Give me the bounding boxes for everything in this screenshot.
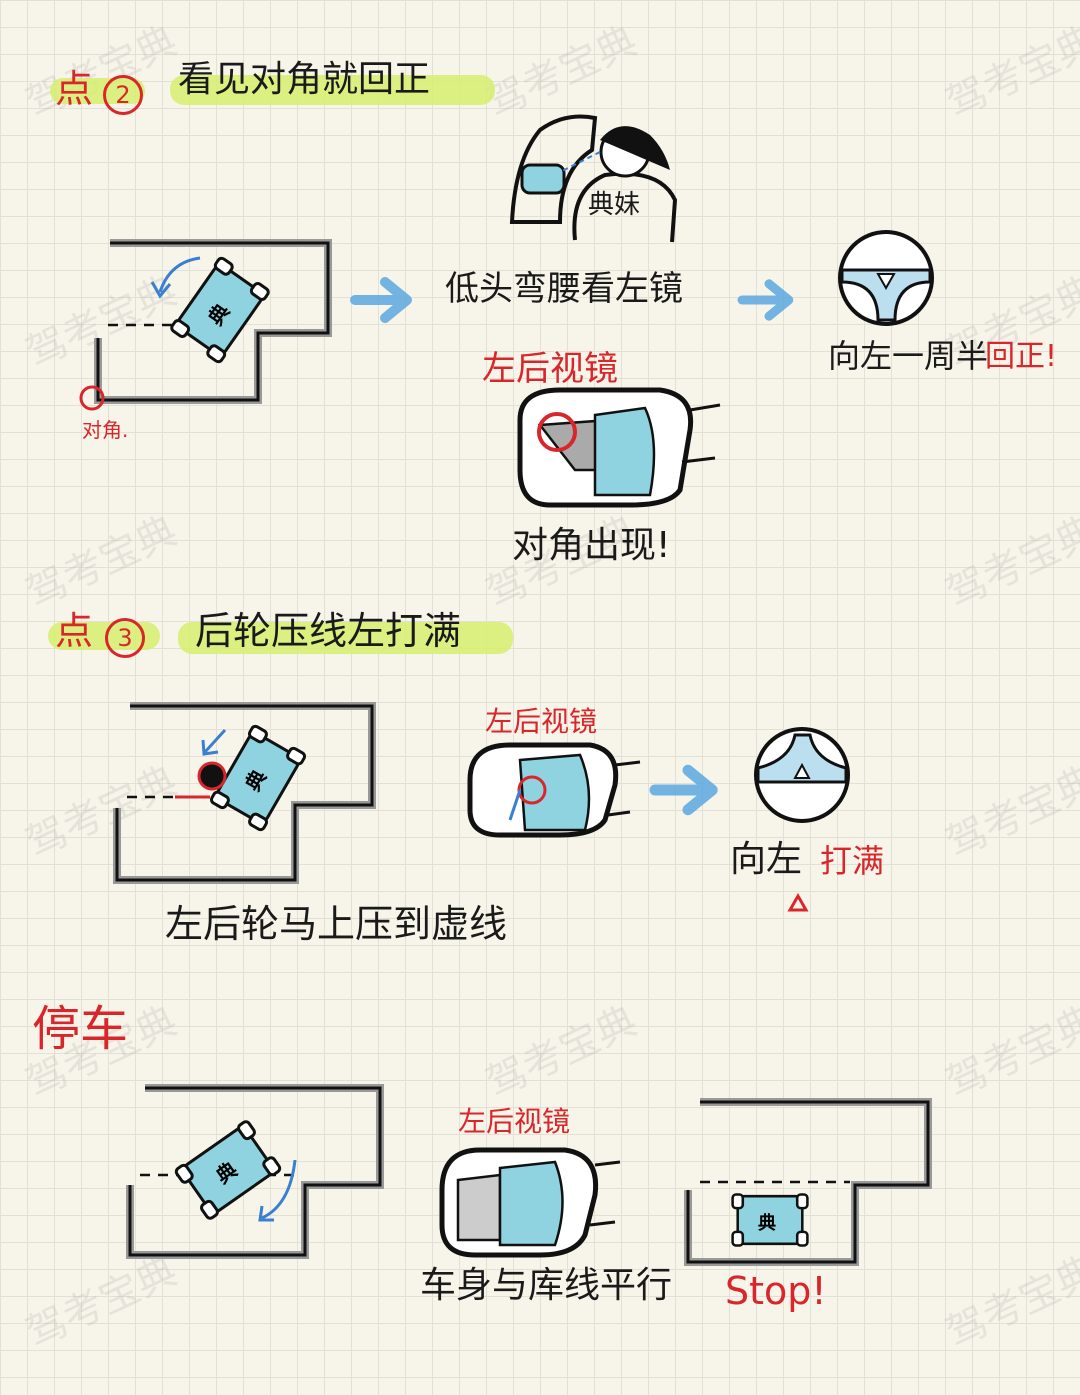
mirror-label: 左后视镜 (458, 1105, 571, 1138)
section-title: 后轮压线左打满 (195, 609, 462, 653)
person-label: 典妹 (588, 190, 641, 220)
left-rear-mirror-illustration-3 (439, 1147, 621, 1258)
parking-lot-scene-1: 典 (79, 239, 332, 411)
arrow-right-icon (355, 282, 407, 318)
section-title: 停车 (32, 1001, 129, 1057)
steering-wheel-icon (754, 727, 850, 823)
mirror-caption: 车身与库线平行 (420, 1265, 673, 1306)
mirror-caption: 对角出现! (512, 525, 671, 566)
wheel-action: 打满 (820, 842, 885, 880)
arrow-right-icon (742, 284, 789, 316)
left-rear-mirror-illustration-1 (517, 387, 721, 508)
mirror-label: 左后视镜 (485, 705, 598, 738)
wheel-caption: 向左一周半 (828, 337, 989, 375)
parking-lot-scene-2: 典 (113, 702, 376, 884)
person-looking-mirror-illustration (509, 114, 678, 243)
wheel-action: 回正! (985, 339, 1058, 374)
point-label: 点 (55, 609, 94, 653)
parking-lot-scene-3: 典 (126, 1084, 384, 1259)
parking-lot-scene-4: 典 (684, 1098, 932, 1266)
point-number-badge: 3 (105, 618, 145, 658)
scene-caption: 左后轮马上压到虚线 (165, 902, 508, 946)
corner-label: 对角. (82, 418, 129, 442)
highlight (178, 622, 513, 654)
arrow-right-icon (655, 770, 712, 810)
point-number-badge: 2 (103, 75, 143, 115)
stop-caption: Stop! (725, 1269, 827, 1313)
section-title: 看见对角就回正 (178, 59, 431, 100)
highlight (170, 75, 495, 105)
mirror-label: 左后视镜 (482, 349, 618, 389)
warning-triangle-icon (787, 892, 809, 912)
steering-wheel-icon (838, 230, 934, 326)
point-label: 点 (55, 67, 94, 111)
wheel-caption: 向左 (730, 839, 803, 880)
instruction-text: 低头弯腰看左镜 (445, 269, 683, 309)
svg-text:典: 典 (758, 1212, 776, 1234)
left-rear-mirror-illustration-2 (467, 742, 641, 838)
